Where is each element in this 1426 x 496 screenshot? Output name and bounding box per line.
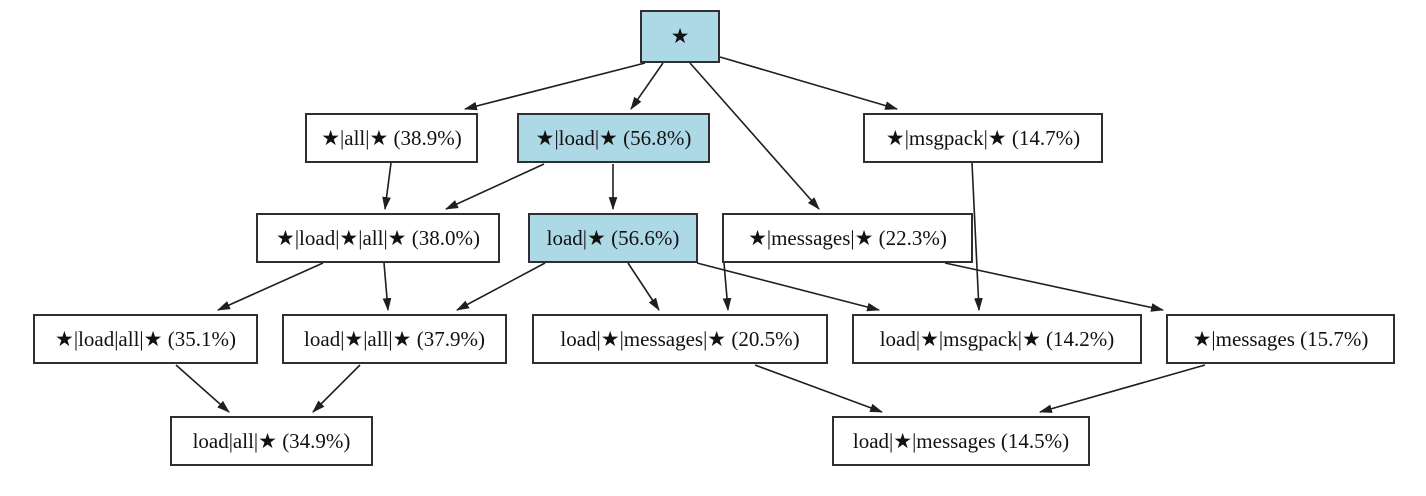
edge-star-load-star-to-star-load-star-all-star: [445, 163, 545, 210]
edge-load-star-to-load-star-msgpack-star: [696, 262, 881, 312]
edge-star-load-star-all-star-to-load-star-all-star: [382, 262, 392, 312]
node-star-all-star: ★|all|★ (38.9%): [305, 113, 478, 163]
node-star-messages: ★|messages (15.7%): [1166, 314, 1395, 364]
node-star-msgpack-star: ★|msgpack|★ (14.7%): [863, 113, 1103, 163]
edge-load-star-to-load-star-messages-star: [627, 262, 660, 311]
edge-star-load-star-all-star-to-star-load-all-star: [217, 262, 324, 311]
edge-star-msgpack-star-to-load-star-msgpack-star: [971, 162, 983, 312]
edge-root-to-star-all-star: [463, 62, 646, 111]
edge-load-star-all-star-to-load-all-star: [312, 364, 361, 413]
edge-root-to-star-messages-star: [689, 62, 820, 210]
edge-load-star-messages-star-to-load-star-messages: [754, 364, 884, 413]
node-root: ★: [640, 10, 720, 63]
node-load-star-messages-star: load|★|messages|★ (20.5%): [532, 314, 828, 364]
edge-star-messages-star-to-load-star-messages-star: [722, 262, 732, 312]
node-star-load-star-all-star: ★|load|★|all|★ (38.0%): [256, 213, 500, 263]
node-star-messages-star: ★|messages|★ (22.3%): [722, 213, 973, 263]
node-load-star-msgpack-star: load|★|msgpack|★ (14.2%): [852, 314, 1142, 364]
node-load-all-star: load|all|★ (34.9%): [170, 416, 373, 466]
node-load-star-messages: load|★|messages (14.5%): [832, 416, 1090, 466]
node-load-star-all-star: load|★|all|★ (37.9%): [282, 314, 507, 364]
edge-star-load-all-star-to-load-all-star: [175, 364, 230, 413]
node-star-load-all-star: ★|load|all|★ (35.1%): [33, 314, 258, 364]
edge-root-to-star-load-star: [630, 62, 664, 110]
edge-root-to-star-msgpack-star: [719, 56, 899, 110]
edge-star-messages-to-load-star-messages: [1038, 364, 1206, 413]
node-star-load-star: ★|load|★ (56.8%): [517, 113, 710, 163]
edge-star-all-star-to-star-load-star-all-star: [382, 162, 392, 211]
node-load-star: load|★ (56.6%): [528, 213, 698, 263]
edge-star-messages-star-to-star-messages: [944, 262, 1165, 312]
edge-load-star-to-load-star-all-star: [456, 262, 546, 311]
